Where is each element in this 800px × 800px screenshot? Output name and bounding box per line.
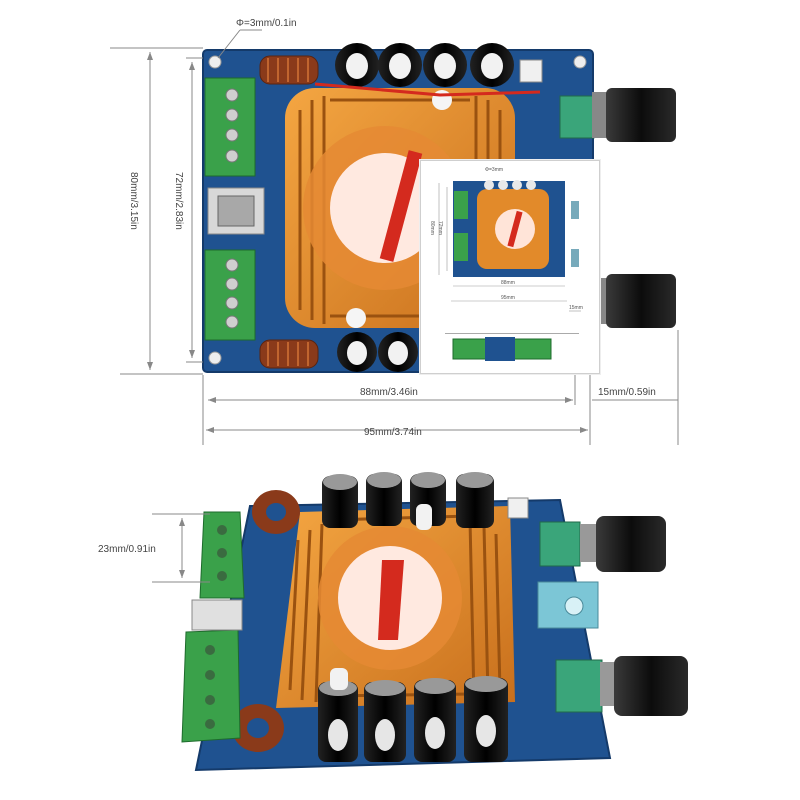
knob-length-label: 15mm/0.59in <box>598 387 656 398</box>
board-height-label: 23mm/0.91in <box>98 544 156 555</box>
inset-board <box>438 180 581 361</box>
inset-inner-width-label: 88mm <box>501 280 515 286</box>
outer-width-label: 95mm/3.74in <box>364 427 422 438</box>
hole-diameter-label: Φ=3mm/0.1in <box>236 18 297 29</box>
inner-width-label: 88mm/3.46in <box>360 387 418 398</box>
inset-outer-width-label: 95mm <box>501 295 515 301</box>
inset-hole-label: Φ=3mm <box>485 167 504 173</box>
inset-thumbnail: Φ=3mm 88mm 95mm 15mm 80mm 72mm <box>420 160 600 374</box>
inset-knob-label: 15mm <box>569 305 583 311</box>
